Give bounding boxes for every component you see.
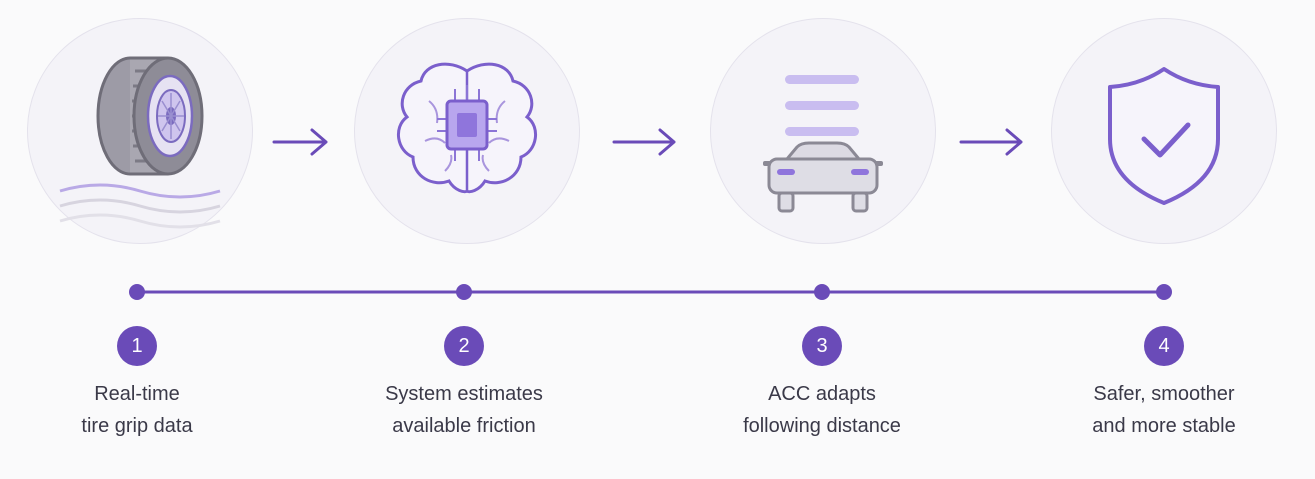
step-4-label-line-1: Safer, smoother bbox=[1093, 383, 1235, 405]
step-2-label: System estimates available friction bbox=[334, 378, 594, 442]
step-3-label-line-1: ACC adapts bbox=[768, 383, 876, 405]
shield-check-icon bbox=[1108, 67, 1220, 205]
timeline-dot-1 bbox=[129, 284, 145, 300]
step-4-label-line-2: and more stable bbox=[1092, 415, 1236, 437]
step-4-badge: 4 bbox=[1144, 326, 1184, 366]
timeline-dot-2 bbox=[456, 284, 472, 300]
step-2-circle bbox=[354, 18, 580, 244]
tire-icon bbox=[59, 56, 221, 229]
arrow-icon-2 bbox=[612, 128, 676, 156]
step-4-label: Safer, smoother and more stable bbox=[1034, 378, 1294, 442]
step-1-label: Real-time tire grip data bbox=[7, 378, 267, 442]
step-1-label-line-1: Real-time bbox=[94, 383, 180, 405]
step-3-badge: 3 bbox=[802, 326, 842, 366]
step-3-circle bbox=[710, 18, 936, 244]
timeline-dot-3 bbox=[814, 284, 830, 300]
step-3-label-line-2: following distance bbox=[743, 415, 901, 437]
step-3-label: ACC adapts following distance bbox=[692, 378, 952, 442]
step-1-badge: 1 bbox=[117, 326, 157, 366]
step-1-label-line-2: tire grip data bbox=[81, 415, 193, 437]
timeline-dot-4 bbox=[1156, 284, 1172, 300]
step-1-circle bbox=[27, 18, 253, 244]
step-2-badge: 2 bbox=[444, 326, 484, 366]
step-4-circle bbox=[1051, 18, 1277, 244]
step-2-label-line-2: available friction bbox=[392, 415, 536, 437]
arrow-icon-3 bbox=[959, 128, 1023, 156]
arrow-icon-1 bbox=[272, 128, 328, 156]
car-distance-icon bbox=[763, 75, 883, 213]
step-2-label-line-1: System estimates bbox=[385, 383, 543, 405]
brain-chip-icon bbox=[397, 62, 537, 194]
